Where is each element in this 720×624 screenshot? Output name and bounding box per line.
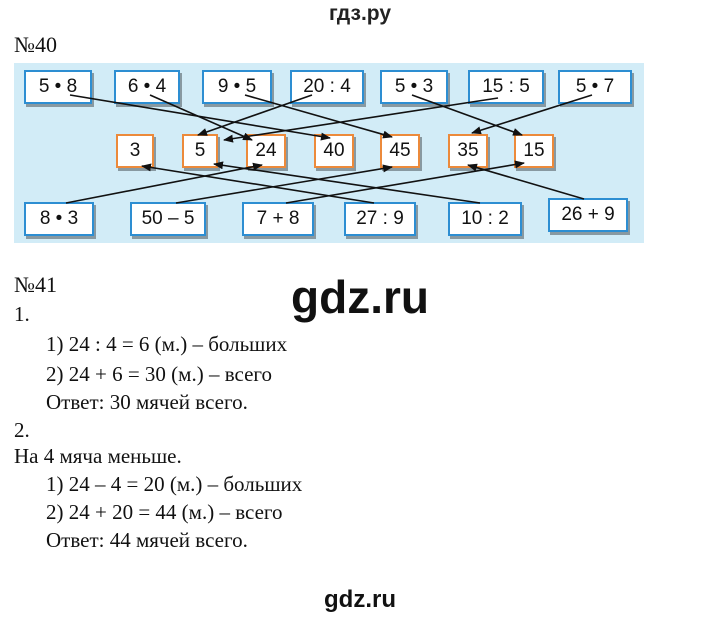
answer-box: 45 — [380, 134, 420, 168]
top-expr-box: 15 : 5 — [468, 70, 544, 104]
solution-part-1-label: 1. — [14, 302, 30, 326]
arrow-line — [285, 160, 525, 204]
exercise-41-number: №41 — [14, 272, 57, 297]
arrow-line — [471, 94, 593, 135]
bottom-expr-box: 10 : 2 — [448, 202, 522, 236]
arrow-line — [467, 163, 585, 200]
solution-line: 1) 24 : 4 = 6 (м.) – больших — [46, 332, 288, 356]
bottom-expr-box: 8 • 3 — [24, 202, 94, 236]
top-expr-box: 5 • 3 — [380, 70, 448, 104]
top-expr-box: 5 • 7 — [558, 70, 632, 104]
answer-box: 35 — [448, 134, 488, 168]
answer-line: Ответ: 30 мячей всего. — [46, 390, 248, 414]
site-header: гдз.ру — [328, 2, 392, 25]
bottom-expr-box: 27 : 9 — [344, 202, 416, 236]
answer-box: 3 — [116, 134, 154, 168]
solution-part-2-label: 2. — [14, 418, 30, 442]
arrow-line — [65, 162, 263, 204]
arrow-line — [149, 94, 253, 141]
watermark-footer: gdz.ru — [324, 586, 396, 613]
top-expr-box: 6 • 4 — [114, 70, 180, 104]
solution-line: 2) 24 + 20 = 44 (м.) – всего — [46, 500, 283, 524]
statement-line: На 4 мяча меньше. — [14, 444, 182, 468]
arrow-line — [223, 97, 499, 143]
solution-line: 2) 24 + 6 = 30 (м.) – всего — [46, 362, 272, 386]
bottom-expr-box: 50 – 5 — [130, 202, 206, 236]
top-expr-box: 9 • 5 — [202, 70, 272, 104]
arrow-line — [213, 161, 481, 204]
arrow-line — [175, 164, 393, 204]
exercise-40-number: №40 — [14, 32, 57, 57]
watermark-logo: gdz.ru — [291, 271, 429, 323]
answer-line: Ответ: 44 мячей всего. — [46, 528, 248, 552]
arrow-line — [141, 163, 375, 204]
solution-line: 1) 24 – 4 = 20 (м.) – больших — [46, 472, 303, 496]
arrow-line — [197, 94, 313, 136]
top-expr-box: 5 • 8 — [24, 70, 92, 104]
bottom-expr-box: 7 + 8 — [242, 202, 314, 236]
arrow-line — [244, 94, 393, 139]
arrow-line — [411, 94, 523, 136]
bottom-expr-box: 26 + 9 — [548, 198, 628, 232]
